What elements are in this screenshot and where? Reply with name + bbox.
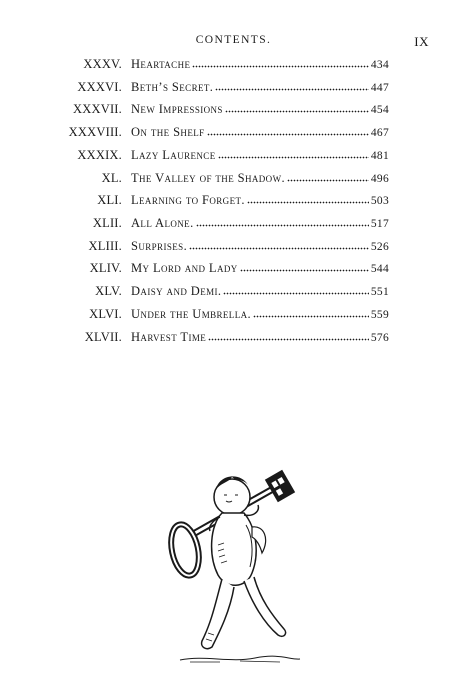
toc-entry-line: Under the Umbrella. 559 [131, 305, 389, 324]
dot-leader [224, 102, 369, 114]
toc-entry-line: Lazy Laurence 481 [131, 146, 389, 165]
toc-entry: XLVI. Under the Umbrella. 559 [0, 305, 467, 323]
toc-entry-line: All Alone. 517 [131, 214, 389, 233]
dot-leader [189, 239, 369, 251]
toc-entry-line: On the Shelf 467 [131, 123, 389, 142]
chapter-numeral: XLI. [97, 193, 122, 207]
chapter-numeral: XLII. [92, 216, 122, 230]
cherub-carrying-key-icon [160, 455, 310, 665]
toc-entry-line: New Impressions 454 [131, 100, 389, 119]
toc-entry-line: Learning to Forget. 503 [131, 191, 389, 210]
chapter-page-number: 496 [370, 173, 389, 185]
chapter-numeral: XXXVIII. [68, 125, 122, 139]
toc-entry-line: Daisy and Demi. 551 [131, 282, 389, 301]
toc-entry: XXXIX. Lazy Laurence 481 [0, 146, 467, 164]
dot-leader [195, 216, 369, 228]
chapter-title: Beth’s Secret. [131, 80, 214, 94]
chapter-numeral: XXXVI. [77, 80, 122, 94]
chapter-page-number: 559 [370, 309, 389, 321]
running-head-title: CONTENTS. [195, 34, 272, 46]
chapter-page-number: 576 [370, 332, 389, 344]
dot-leader [192, 57, 369, 69]
chapter-title: Harvest Time [131, 330, 207, 344]
chapter-title: On the Shelf [131, 125, 205, 139]
toc-entry: XLIV. My Lord and Lady 544 [0, 259, 467, 277]
chapter-title: Learning to Forget. [131, 193, 245, 207]
chapter-page-number: 551 [370, 286, 389, 298]
dot-leader [239, 261, 369, 273]
running-head: CONTENTS. IX [0, 34, 467, 50]
toc-entry: XXXVII. New Impressions 454 [0, 100, 467, 118]
dot-leader [206, 125, 369, 137]
chapter-title: Lazy Laurence [131, 148, 216, 162]
chapter-numeral: XLIII. [88, 239, 122, 253]
chapter-numeral: XXXVII. [73, 102, 122, 116]
toc-entry: XLVII. Harvest Time 576 [0, 328, 467, 346]
chapter-title: The Valley of the Shadow. [131, 171, 285, 185]
chapter-page-number: 517 [370, 218, 389, 230]
toc-entry-line: Beth’s Secret. 447 [131, 78, 389, 97]
toc-entry: XLII. All Alone. 517 [0, 214, 467, 232]
toc-entry-line: Heartache 434 [131, 55, 389, 74]
toc-entry-line: Harvest Time 576 [131, 328, 389, 347]
toc-entry: XXXV. Heartache 434 [0, 55, 467, 73]
toc-entry: XXXVIII. On the Shelf 467 [0, 123, 467, 141]
toc-entry: XL. The Valley of the Shadow. 496 [0, 169, 467, 187]
chapter-page-number: 467 [370, 127, 389, 139]
chapter-page-number: 454 [370, 104, 389, 116]
chapter-title: All Alone. [131, 216, 194, 230]
dot-leader [217, 148, 369, 160]
chapter-page-number: 434 [370, 59, 389, 71]
chapter-numeral: XXXV. [83, 57, 122, 71]
page-number: IX [414, 34, 429, 49]
toc-entry: XLV. Daisy and Demi. 551 [0, 282, 467, 300]
chapter-title: Surprises. [131, 239, 188, 253]
dot-leader [208, 330, 369, 342]
chapter-page-number: 447 [370, 82, 389, 94]
chapter-title: Daisy and Demi. [131, 284, 222, 298]
toc-entry-line: The Valley of the Shadow. 496 [131, 169, 389, 188]
dot-leader [223, 284, 369, 296]
chapter-numeral: XL. [101, 171, 122, 185]
chapter-numeral: XLV. [95, 284, 122, 298]
chapter-page-number: 481 [370, 150, 389, 162]
chapter-title: New Impressions [131, 102, 223, 116]
toc-entry: XXXVI. Beth’s Secret. 447 [0, 78, 467, 96]
dot-leader [215, 80, 369, 92]
chapter-title: My Lord and Lady [131, 261, 238, 275]
chapter-numeral: XXXIX. [77, 148, 122, 162]
chapter-title: Heartache [131, 57, 191, 71]
toc-entry-line: Surprises. 526 [131, 237, 389, 256]
dot-leader [253, 307, 369, 319]
chapter-title: Under the Umbrella. [131, 307, 252, 321]
chapter-numeral: XLVI. [89, 307, 122, 321]
toc-entry: XLIII. Surprises. 526 [0, 237, 467, 255]
toc-entry-line: My Lord and Lady 544 [131, 259, 389, 278]
toc-entry: XLI. Learning to Forget. 503 [0, 191, 467, 209]
dot-leader [287, 171, 369, 183]
chapter-page-number: 503 [370, 195, 389, 207]
chapter-page-number: 526 [370, 241, 389, 253]
chapter-numeral: XLVII. [84, 330, 122, 344]
dot-leader [246, 193, 369, 205]
chapter-numeral: XLIV. [89, 261, 122, 275]
chapter-page-number: 544 [370, 263, 389, 275]
